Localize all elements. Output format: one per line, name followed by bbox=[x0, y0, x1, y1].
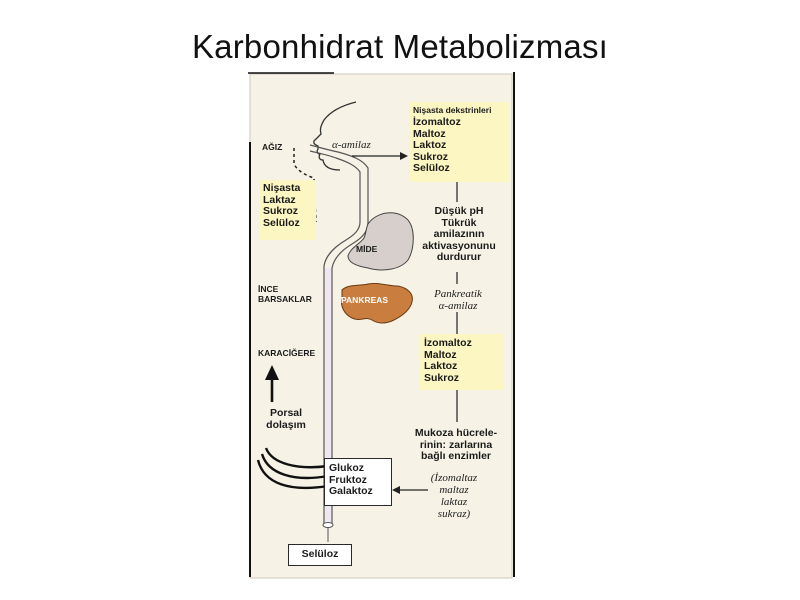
dextrins-box: Nişasta dekstrinleri İzomaltoz Maltoz La… bbox=[410, 102, 510, 182]
pancreas-label: PANKREAS bbox=[341, 295, 389, 305]
portal-curve-1 bbox=[264, 447, 329, 469]
brush-border-enzymes: (İzomaltaz maltaz laktaz sukraz) bbox=[430, 472, 478, 520]
stomach-ph-note: Düşük pH Tükrük amilazının aktivasyonunu… bbox=[422, 205, 496, 263]
dextrins-header: Nişasta dekstrinleri bbox=[413, 105, 492, 115]
liver-arrow-head bbox=[265, 365, 279, 380]
intestine-substrate-box: İzomaltoz Maltoz Laktoz Sukroz bbox=[420, 334, 504, 390]
tract-end bbox=[322, 522, 334, 528]
dextrins-list: İzomaltoz Maltoz Laktoz Sukroz Selüloz bbox=[413, 116, 461, 174]
mouth-substrate-list: Nişasta Laktaz Sukroz Selüloz bbox=[263, 182, 301, 229]
digestion-diagram: α-amilaz AĞIZ Nişasta Laktaz Sukroz Selü… bbox=[248, 72, 518, 582]
amylase-arrow-head bbox=[400, 152, 408, 160]
pancreas-shape bbox=[341, 282, 413, 324]
portal-curve-3 bbox=[256, 459, 329, 490]
liver-label: KARACİĞERE bbox=[258, 348, 316, 358]
head-outline bbox=[313, 101, 357, 171]
salivary-amylase-label: α-amilaz bbox=[332, 139, 371, 151]
mouth-label: AĞIZ bbox=[262, 142, 283, 152]
mucosa-enzymes-note: Mukoza hücrele- rinin: zarlarına bağlı e… bbox=[414, 427, 498, 462]
cellulose-output-box: Selüloz bbox=[288, 544, 352, 566]
portal-curve-2 bbox=[260, 453, 329, 480]
pancreatic-amylase-label: Pankreatik α-amilaz bbox=[434, 288, 482, 312]
mucosa-arrow-head bbox=[392, 486, 400, 494]
small-intestine-label: İNCE BARSAKLAR bbox=[258, 284, 312, 304]
stomach-shape bbox=[347, 212, 414, 271]
mouth-substrate-box: Nişasta Laktaz Sukroz Selüloz bbox=[260, 180, 316, 240]
slide-title: Karbonhidrat Metabolizması bbox=[191, 28, 609, 65]
esophagus-outer bbox=[309, 144, 369, 524]
portal-circulation-label: Porsal dolaşım bbox=[266, 407, 306, 431]
monosaccharide-list: Glukoz Fruktoz Galaktoz bbox=[329, 462, 373, 497]
monosaccharide-box: Glukoz Fruktoz Galaktoz bbox=[324, 458, 392, 506]
stomach-label: MİDE bbox=[356, 244, 378, 254]
cellulose-output-label: Selüloz bbox=[301, 548, 339, 560]
esophagus-inner bbox=[309, 150, 361, 524]
intestine-substrate-list: İzomaltoz Maltoz Laktoz Sukroz bbox=[424, 337, 472, 384]
